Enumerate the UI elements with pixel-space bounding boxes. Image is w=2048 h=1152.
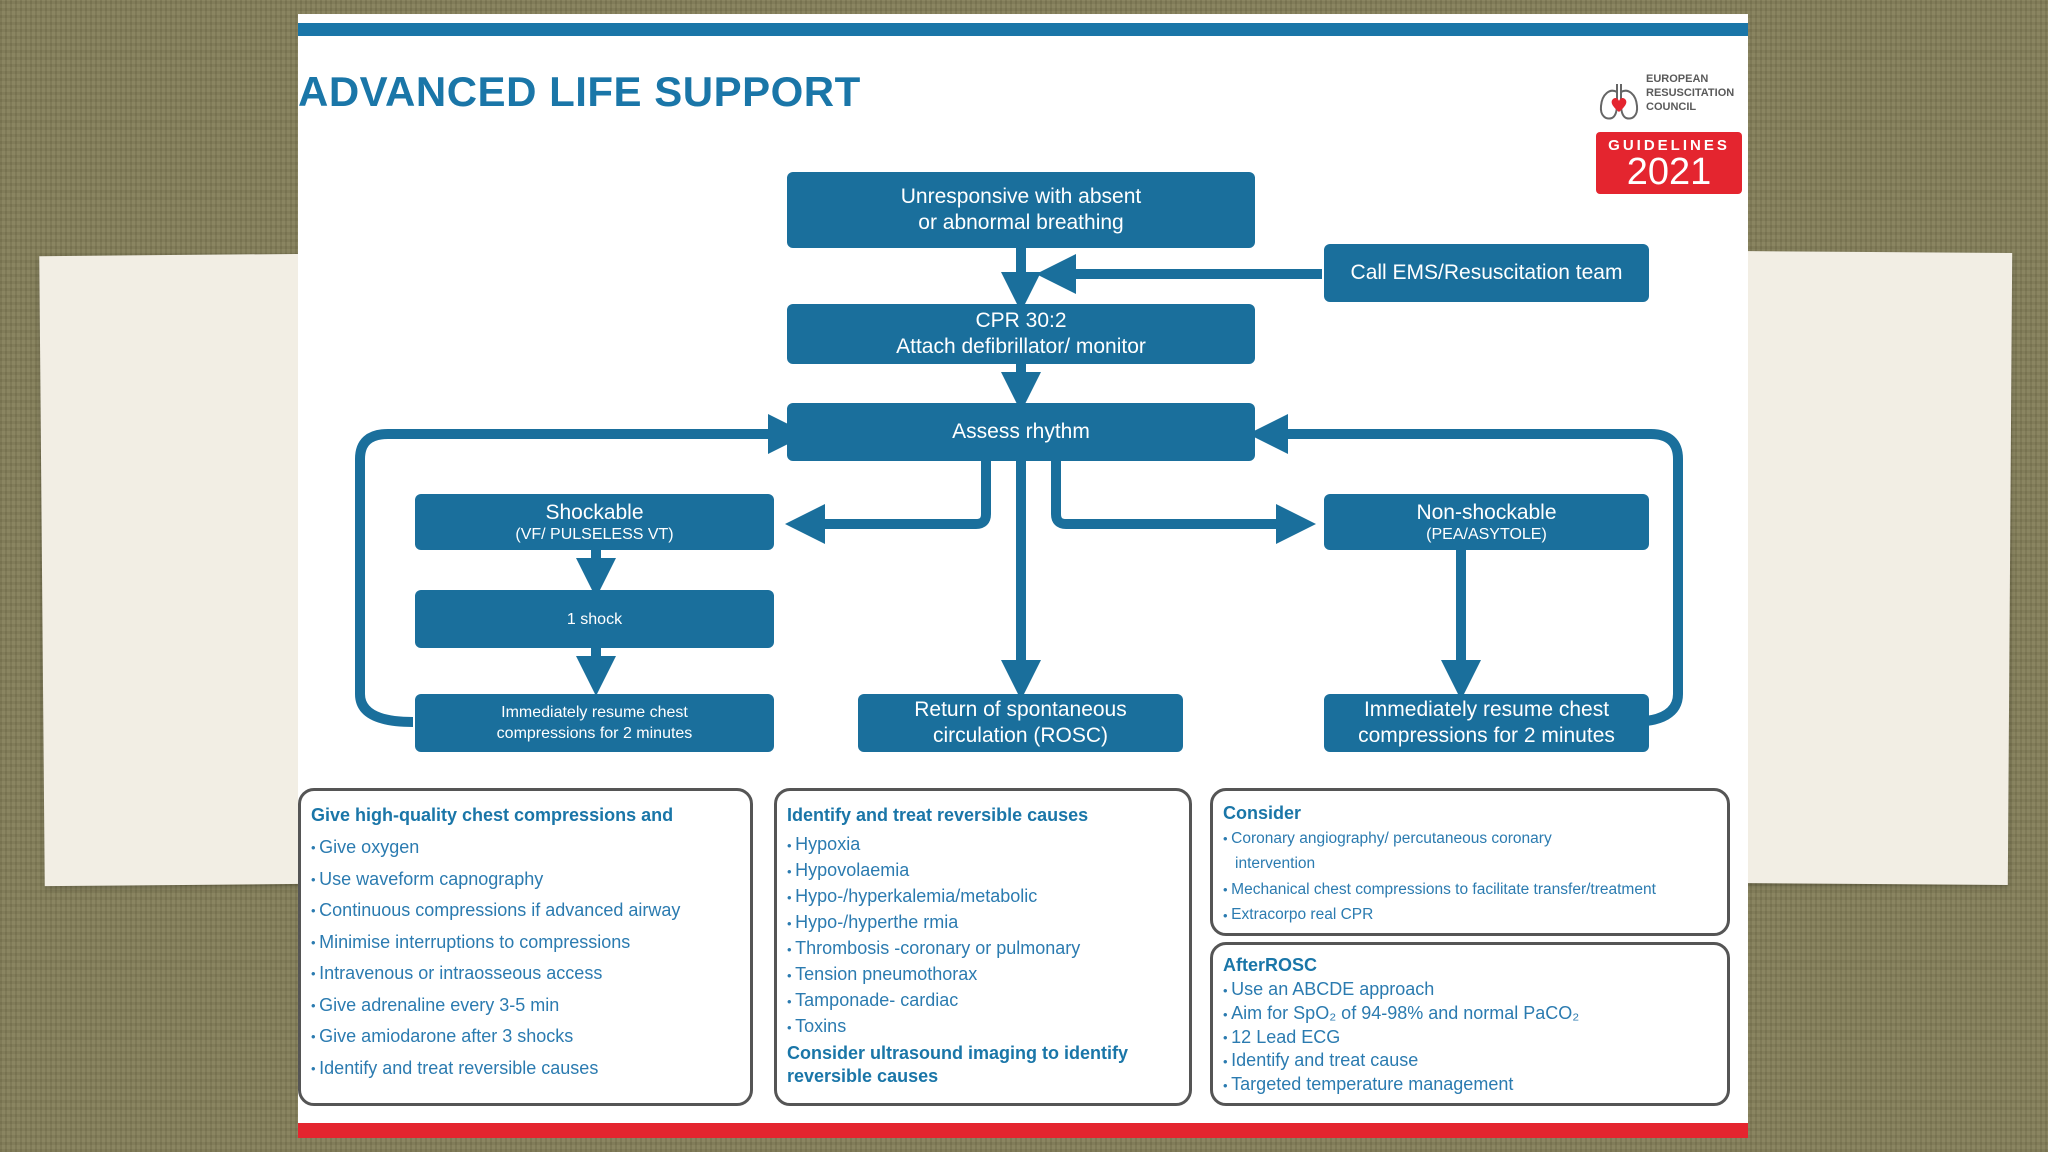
list-item: Use an ABCDE approach (1223, 978, 1717, 1002)
consider-panel: Consider Coronary angiography/ percutane… (1210, 788, 1730, 936)
page-title: ADVANCED LIFE SUPPORT (298, 68, 861, 115)
rosc-box: Return of spontaneous circulation (ROSC) (858, 694, 1183, 752)
paper-sheet-right (1732, 251, 2013, 885)
list-item: Coronary angiography/ percutaneous coron… (1223, 826, 1717, 851)
list-item: Use waveform capnography (311, 864, 740, 896)
list-item: Identify and treat cause (1223, 1049, 1717, 1073)
list-item: 12 Lead ECG (1223, 1026, 1717, 1050)
consider-list: Coronary angiography/ percutaneous coron… (1223, 826, 1717, 928)
flowchart-connectors (355, 248, 1683, 727)
loop-right-to-assess (1248, 414, 1683, 727)
reversible-causes-list: Hypoxia Hypovolaemia Hypo-/hyperkalemia/… (787, 832, 1179, 1040)
list-item: Hypo-/hyperkalemia/metabolic (787, 884, 1179, 910)
list-item: Hypo-/hyperthe rmia (787, 910, 1179, 936)
list-item: Minimise interruptions to compressions (311, 927, 740, 959)
list-item: Aim for SpO₂ of 94-98% and normal PaCO₂ (1223, 1002, 1717, 1026)
ultrasound-note: Consider ultrasound imaging to identify … (787, 1043, 1129, 1086)
call-ems-box: Call EMS/Resuscitation team (1324, 244, 1649, 302)
assess-rhythm-box: Assess rhythm (787, 403, 1255, 461)
loop-left-to-assess (355, 414, 808, 727)
after-rosc-heading: AfterROSC (1223, 955, 1318, 975)
compressions-panel: Give high-quality chest compressions and… (298, 788, 753, 1106)
reversible-causes-heading: Identify and treat reversible causes (787, 805, 1089, 825)
compressions-list: Give oxygen Use waveform capnography Con… (311, 832, 740, 1084)
compressions-heading: Give high-quality chest compressions and (311, 805, 674, 825)
list-item: intervention (1235, 855, 1316, 873)
guidelines-label: GUIDELINES (1608, 137, 1730, 154)
lungs-heart-icon (1599, 84, 1639, 120)
list-item: Toxins (787, 1014, 1179, 1040)
list-item: Give amiodarone after 3 shocks (311, 1021, 740, 1053)
after-rosc-panel: AfterROSC Use an ABCDE approach Aim for … (1210, 942, 1730, 1106)
non-shockable-box: Non-shockable (PEA/ASYTOLE) (1324, 494, 1649, 550)
after-rosc-list: Use an ABCDE approach Aim for SpO₂ of 94… (1223, 978, 1717, 1097)
arrow-assess-to-shockable (785, 461, 991, 544)
resume-compressions-right-box: Immediately resume chest compressions fo… (1324, 694, 1649, 752)
resume-compressions-left-box: Immediately resume chest compressions fo… (415, 694, 774, 752)
guidelines-badge: GUIDELINES 2021 (1596, 132, 1742, 194)
list-item: Hypoxia (787, 832, 1179, 858)
consider-heading: Consider (1223, 803, 1302, 823)
list-item: Give oxygen (311, 832, 740, 864)
list-item: Identify and treat reversible causes (311, 1053, 740, 1085)
list-item: Tension pneumothorax (787, 962, 1179, 988)
arrow-assess-to-nonshockable (1051, 461, 1316, 544)
list-item: Thrombosis -coronary or pulmonary (787, 936, 1179, 962)
list-item: Continuous compressions if advanced airw… (311, 895, 740, 927)
list-item: Give adrenaline every 3-5 min (311, 990, 740, 1022)
cpr-box: CPR 30:2 Attach defibrillator/ monitor (787, 304, 1255, 364)
list-item: Intravenous or intraosseous access (311, 958, 740, 990)
list-item: Extracorpo real CPR (1223, 902, 1717, 927)
start-box: Unresponsive with absent or abnormal bre… (787, 172, 1255, 248)
list-item: Targeted temperature management (1223, 1073, 1717, 1097)
list-item: Hypovolaemia (787, 858, 1179, 884)
paper-sheet-left (39, 253, 315, 887)
one-shock-box: 1 shock (415, 590, 774, 648)
shockable-box: Shockable (VF/ PULSELESS VT) (415, 494, 774, 550)
list-item: Mechanical chest compressions to facilit… (1223, 877, 1717, 902)
top-accent-bar (298, 23, 1748, 36)
list-item: Tamponade- cardiac (787, 988, 1179, 1014)
guidelines-year: 2021 (1626, 151, 1712, 193)
reversible-causes-panel: Identify and treat reversible causes Hyp… (774, 788, 1192, 1106)
bottom-accent-bar (298, 1123, 1748, 1138)
